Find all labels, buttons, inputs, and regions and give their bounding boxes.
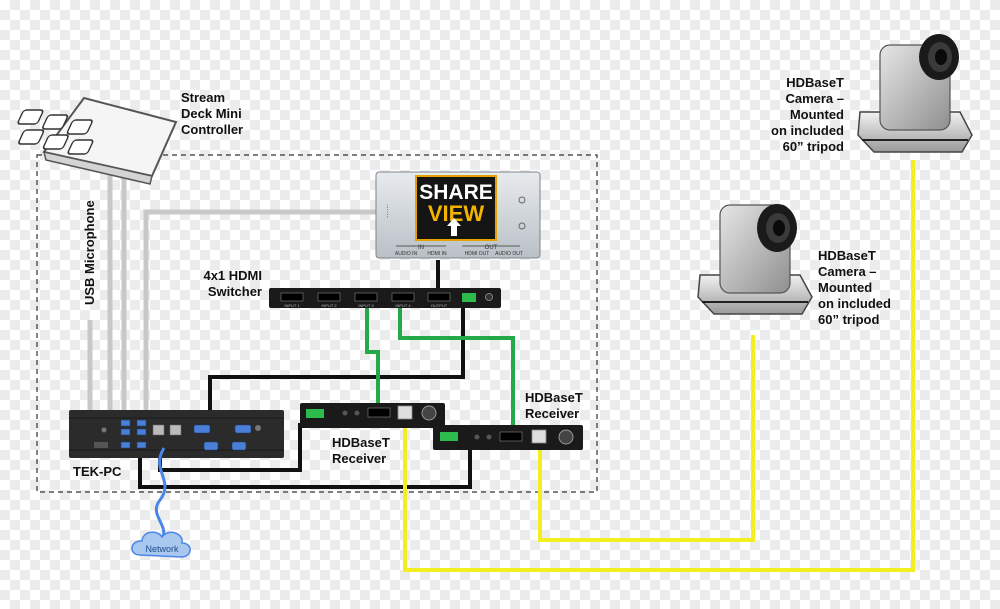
- stream-deck-label-line1: Stream: [181, 90, 226, 105]
- receiver-right-label-line2: Receiver: [525, 406, 580, 421]
- camera-top-label-line2: Camera –: [785, 91, 844, 106]
- camera-mid-label-line5: 60” tripod: [818, 312, 880, 327]
- camera-top-device: [857, 34, 973, 153]
- shareview-device: SHARE VIEW ⋯⋯ IN OUT AUDIO IN HDMI IN HD…: [375, 171, 541, 259]
- network-cloud: Network: [131, 531, 191, 558]
- receiver-right-label: HDBaseT Receiver: [525, 390, 583, 422]
- shareview-port-hdmi-in: HDMI IN: [427, 251, 447, 257]
- shareview-port-hdmi-out: HDMI OUT: [465, 251, 490, 257]
- switcher-port-input3: INPUT 3: [358, 303, 374, 308]
- stream-deck-label-line3: Controller: [181, 122, 244, 137]
- network-label: Network: [145, 544, 179, 554]
- svg-text:⋯⋯: ⋯⋯: [385, 204, 392, 218]
- camera-mid-label-line3: Mounted: [818, 280, 873, 295]
- camera-mid-label-line2: Camera –: [818, 264, 877, 279]
- switcher-port-input2: INPUT 2: [321, 303, 337, 308]
- tek-pc-device: [69, 410, 284, 458]
- tek-pc-label: TEK-PC: [73, 464, 122, 479]
- receiver-left-label: HDBaseT Receiver: [332, 435, 390, 467]
- hdbaset-receiver-right-device: [433, 425, 583, 450]
- network-cable: [154, 447, 167, 541]
- hdbaset-receiver-left-device: [300, 403, 445, 428]
- hdmi-switcher-device: INPUT 1 INPUT 2 INPUT 3 INPUT 4 OUTPUT: [269, 288, 501, 308]
- shareview-port-audio-in: AUDIO IN: [395, 251, 418, 257]
- shareview-out-label: OUT: [485, 245, 498, 251]
- receiver-left-label-line1: HDBaseT: [332, 435, 390, 450]
- switcher-label-line2: Switcher: [207, 284, 262, 299]
- receiver-right-label-line1: HDBaseT: [525, 390, 583, 405]
- switcher-label: 4x1 HDMI Switcher: [196, 268, 262, 300]
- camera-top-label-line4: on included: [771, 123, 844, 138]
- shareview-port-audio-out: AUDIO OUT: [495, 251, 523, 257]
- camera-top-label-line3: Mounted: [789, 107, 844, 122]
- switcher-port-input4: INPUT 4: [395, 303, 411, 308]
- usb-microphone-label: USB Microphone: [82, 200, 97, 305]
- camera-mid-label-line4: on included: [818, 296, 891, 311]
- camera-top-label: HDBaseT Camera – Mounted on included 60”…: [760, 75, 844, 155]
- stream-deck-device: [17, 96, 178, 185]
- shareview-in-label: IN: [418, 245, 424, 251]
- equipment-enclosure: [36, 154, 598, 493]
- camera-mid-label: HDBaseT Camera – Mounted on included 60”…: [818, 248, 891, 328]
- switcher-port-output: OUTPUT: [431, 303, 448, 308]
- shareview-line1: SHARE: [419, 181, 493, 204]
- hdbaset-cables: [403, 160, 915, 572]
- camera-mid-label-line1: HDBaseT: [818, 248, 876, 263]
- switcher-label-line1: 4x1 HDMI: [203, 268, 262, 283]
- stream-deck-label-line2: Deck Mini: [181, 106, 242, 121]
- hdmi-cables: [365, 304, 515, 432]
- receiver-left-label-line2: Receiver: [332, 451, 387, 466]
- usb-cables: [87, 170, 382, 410]
- camera-mid-device: [697, 204, 813, 315]
- camera-top-label-line5: 60” tripod: [782, 139, 844, 154]
- camera-top-label-line1: HDBaseT: [786, 75, 844, 90]
- stream-deck-label: Stream Deck Mini Controller: [181, 90, 243, 138]
- switcher-port-input1: INPUT 1: [284, 303, 300, 308]
